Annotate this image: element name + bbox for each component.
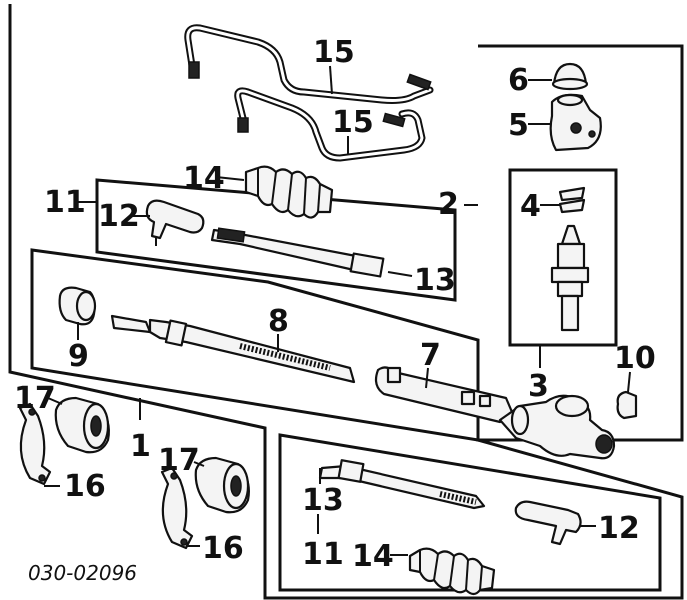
outer-frame <box>8 4 684 600</box>
feed-lines <box>184 24 434 162</box>
callout-11-upper: 11 <box>44 185 86 220</box>
valve-body <box>549 93 602 152</box>
callout-7: 7 <box>420 338 441 373</box>
gear-housing <box>498 394 616 460</box>
spring-clip <box>558 186 586 214</box>
callout-14-upper: 14 <box>183 161 225 196</box>
callout-12-lower: 12 <box>598 511 640 546</box>
rack-shaft <box>110 314 356 384</box>
mount-clamp-lower <box>160 466 194 550</box>
mount-bushing-upper <box>54 396 110 454</box>
pinion-shaft <box>550 224 590 332</box>
callout-15-top: 15 <box>313 35 355 70</box>
callout-1: 1 <box>130 429 151 464</box>
end-cap <box>616 390 638 420</box>
tie-rod-end-upper <box>145 199 205 246</box>
rack-bushing <box>58 286 97 326</box>
rack-boot-lower <box>408 547 496 596</box>
callout-12-upper: 12 <box>98 199 140 234</box>
callout-13-lower: 13 <box>302 483 344 518</box>
callout-14-lower: 14 <box>352 539 394 574</box>
frame-tie-rod-lower <box>278 433 662 592</box>
callout-2: 2 <box>438 187 459 222</box>
frame-group-3 <box>508 168 618 347</box>
callout-3: 3 <box>528 369 549 404</box>
callout-4: 4 <box>520 189 541 224</box>
mount-clamp-upper <box>18 402 52 486</box>
rack-housing <box>374 366 514 424</box>
callout-15-lower: 15 <box>332 105 374 140</box>
callout-10: 10 <box>614 341 656 376</box>
frame-rack <box>30 248 480 442</box>
callout-13-upper: 13 <box>414 263 456 298</box>
callout-17-upper: 17 <box>14 381 56 416</box>
part-code: 030-02096 <box>28 561 137 585</box>
leader-lines <box>44 65 631 556</box>
callout-16-lower: 16 <box>202 531 244 566</box>
callout-16-upper: 16 <box>64 469 106 504</box>
callout-8: 8 <box>268 304 289 339</box>
tie-rod-end-lower <box>514 500 582 546</box>
callout-11-lower: 11 <box>302 537 344 572</box>
callout-9: 9 <box>68 339 89 374</box>
callout-labels: 15 15 14 11 12 13 8 9 7 3 2 6 5 4 10 17 … <box>14 35 656 574</box>
inner-tie-rod-lower <box>318 459 486 510</box>
callout-5: 5 <box>508 108 529 143</box>
inner-tie-rod-upper <box>210 227 385 278</box>
mount-bushing-lower <box>194 456 250 514</box>
callout-17-lower: 17 <box>158 443 200 478</box>
frame-tie-rod-upper <box>95 178 457 302</box>
dust-cap <box>551 62 589 91</box>
rack-boot-upper <box>244 165 334 219</box>
callout-6: 6 <box>508 63 529 98</box>
